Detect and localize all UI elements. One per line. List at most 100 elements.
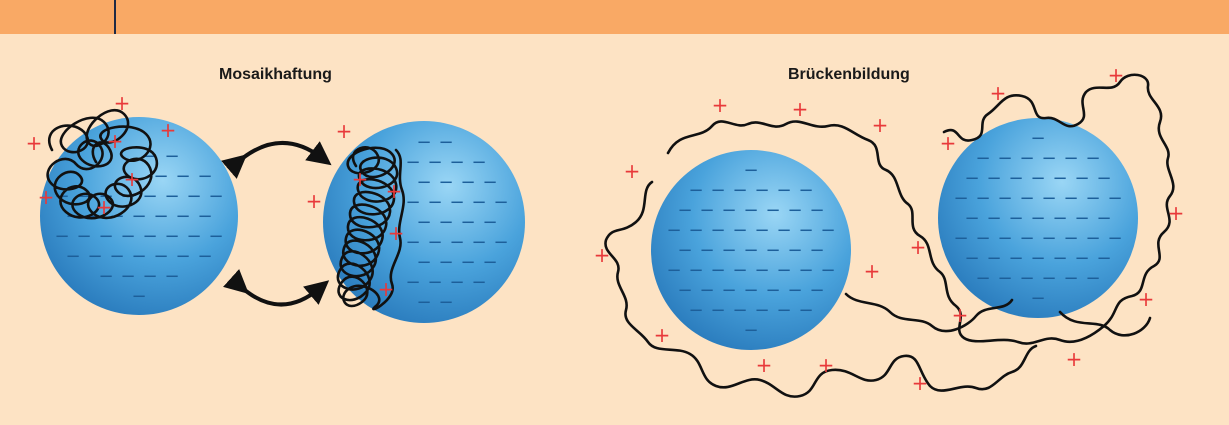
negative-charge: − <box>1096 208 1111 229</box>
positive-charge: + <box>378 277 395 301</box>
negative-charge: − <box>142 226 157 247</box>
negative-charge: − <box>405 152 420 173</box>
positive-charge: + <box>818 353 835 377</box>
negative-charge: − <box>460 252 475 273</box>
negative-charge: − <box>65 246 80 267</box>
negative-charge: − <box>416 212 431 233</box>
positive-charge: + <box>386 179 403 203</box>
negative-charge: − <box>438 252 453 273</box>
negative-charge: − <box>1107 228 1122 249</box>
negative-charge: − <box>776 260 791 281</box>
negative-charge: − <box>765 280 780 301</box>
arrow-bottom <box>240 286 320 305</box>
positive-charge: + <box>124 167 141 191</box>
negative-charge: − <box>76 226 91 247</box>
negative-charge: − <box>1019 268 1034 289</box>
negative-charge: − <box>754 260 769 281</box>
negative-charge: − <box>427 192 442 213</box>
negative-charge: − <box>98 226 113 247</box>
negative-charge: − <box>1074 208 1089 229</box>
negative-charge: − <box>732 260 747 281</box>
negative-charge: − <box>820 260 835 281</box>
negative-charge: − <box>776 180 791 201</box>
negative-charge: − <box>460 212 475 233</box>
negative-charge: − <box>438 292 453 313</box>
negative-charge: − <box>164 146 179 167</box>
negative-charge: − <box>997 228 1012 249</box>
negative-charge: − <box>743 160 758 181</box>
negative-charge: − <box>471 272 486 293</box>
negative-charge: − <box>1096 168 1111 189</box>
positive-charge: + <box>160 118 177 142</box>
negative-charge: − <box>710 180 725 201</box>
negative-charge: − <box>721 240 736 261</box>
negative-charge: − <box>1085 148 1100 169</box>
positive-charge: + <box>26 131 43 155</box>
negative-charge: − <box>186 186 201 207</box>
negative-charge: − <box>732 180 747 201</box>
negative-charge: − <box>1063 188 1078 209</box>
negative-charge: − <box>721 200 736 221</box>
positive-charge: + <box>792 97 809 121</box>
negative-charge: − <box>1074 168 1089 189</box>
negative-charge: − <box>197 206 212 227</box>
negative-charge: − <box>688 300 703 321</box>
negative-charge: − <box>809 280 824 301</box>
negative-charge: − <box>131 246 146 267</box>
negative-charge: − <box>798 260 813 281</box>
negative-charge: − <box>164 266 179 287</box>
positive-charge: + <box>594 243 611 267</box>
negative-charge: − <box>743 320 758 341</box>
negative-charge: − <box>493 192 508 213</box>
negative-charge: − <box>809 240 824 261</box>
negative-charge: − <box>153 246 168 267</box>
positive-charge: + <box>1168 201 1185 225</box>
negative-charge: − <box>405 272 420 293</box>
negative-charge: − <box>208 186 223 207</box>
positive-charge: + <box>712 93 729 117</box>
negative-charge: − <box>427 232 442 253</box>
negative-charge: − <box>975 188 990 209</box>
negative-charge: − <box>964 168 979 189</box>
negative-charge: − <box>754 220 769 241</box>
negative-charge: − <box>787 240 802 261</box>
positive-charge: + <box>990 81 1007 105</box>
negative-charge: − <box>175 206 190 227</box>
negative-charge: − <box>1063 228 1078 249</box>
negative-charge: − <box>964 208 979 229</box>
positive-charge: + <box>306 189 323 213</box>
negative-charge: − <box>666 260 681 281</box>
negative-charge: − <box>721 280 736 301</box>
negative-charge: − <box>87 246 102 267</box>
negative-charge: − <box>449 232 464 253</box>
negative-charge: − <box>471 232 486 253</box>
negative-charge: − <box>1008 248 1023 269</box>
negative-charge: − <box>1107 188 1122 209</box>
negative-charge: − <box>677 240 692 261</box>
negative-charge: − <box>164 186 179 207</box>
positive-charge: + <box>1066 347 1083 371</box>
negative-charge: − <box>1063 268 1078 289</box>
negative-charge: − <box>699 240 714 261</box>
negative-charge: − <box>677 200 692 221</box>
negative-charge: − <box>975 148 990 169</box>
positive-charge: + <box>107 129 124 153</box>
negative-charge: − <box>131 206 146 227</box>
negative-charge: − <box>765 200 780 221</box>
positive-charge: + <box>910 235 927 259</box>
negative-charge: − <box>1052 248 1067 269</box>
positive-charge: + <box>114 91 131 115</box>
negative-charge: − <box>120 266 135 287</box>
negative-charge: − <box>710 260 725 281</box>
negative-charge: − <box>765 240 780 261</box>
negative-charge: − <box>1030 128 1045 149</box>
negative-charge: − <box>820 220 835 241</box>
negative-charge: − <box>175 166 190 187</box>
negative-charge: − <box>164 226 179 247</box>
negative-charge: − <box>787 200 802 221</box>
positive-charge: + <box>1138 287 1155 311</box>
negative-charge: − <box>471 192 486 213</box>
negative-charge: − <box>427 152 442 173</box>
negative-charge: − <box>120 226 135 247</box>
